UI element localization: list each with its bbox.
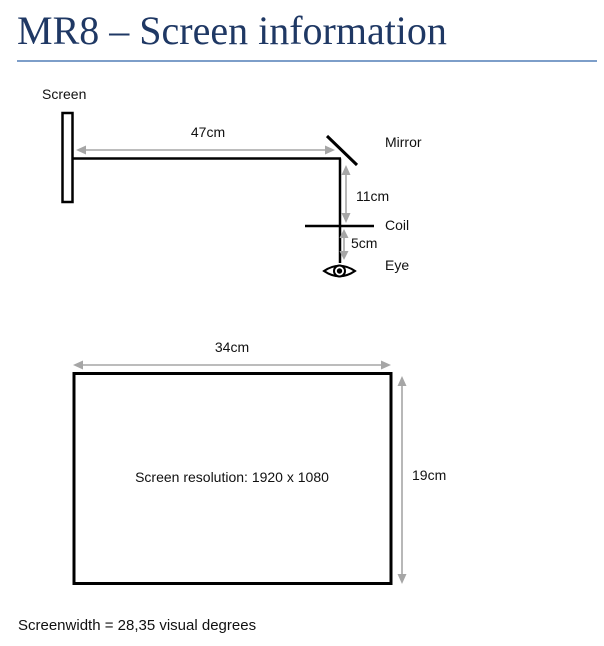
screen-shape (61, 111, 74, 204)
dimension-arrow-34cm (73, 360, 391, 370)
distance-5cm-label: 5cm (351, 235, 378, 251)
eye-icon (322, 264, 357, 278)
screenwidth-note: Screenwidth = 28,35 visual degrees (18, 617, 257, 634)
distance-47cm-label: 47cm (190, 124, 226, 140)
mirror-line (325, 134, 359, 167)
dimension-arrow-47cm (76, 145, 335, 155)
optical-path-diagram (61, 111, 374, 278)
screen-label: Screen (42, 86, 87, 102)
mirror-label: Mirror (385, 134, 422, 150)
screen-rectangle (72, 372, 393, 585)
dimension-arrow-19cm (397, 376, 407, 584)
eye-label: Eye (385, 257, 410, 273)
distance-11cm-label: 11cm (356, 188, 390, 204)
screen-resolution-label: Screen resolution: 1920 x 1080 (135, 469, 329, 485)
dimension-arrow-5cm (339, 229, 349, 260)
height-19cm-label: 19cm (412, 467, 447, 483)
page-title: MR8 – Screen information (17, 8, 447, 53)
width-34cm-label: 34cm (214, 339, 250, 355)
screen-size-diagram (72, 360, 407, 585)
dimension-arrow-11cm (341, 165, 351, 223)
title-underline (17, 60, 597, 62)
coil-label: Coil (385, 217, 410, 233)
